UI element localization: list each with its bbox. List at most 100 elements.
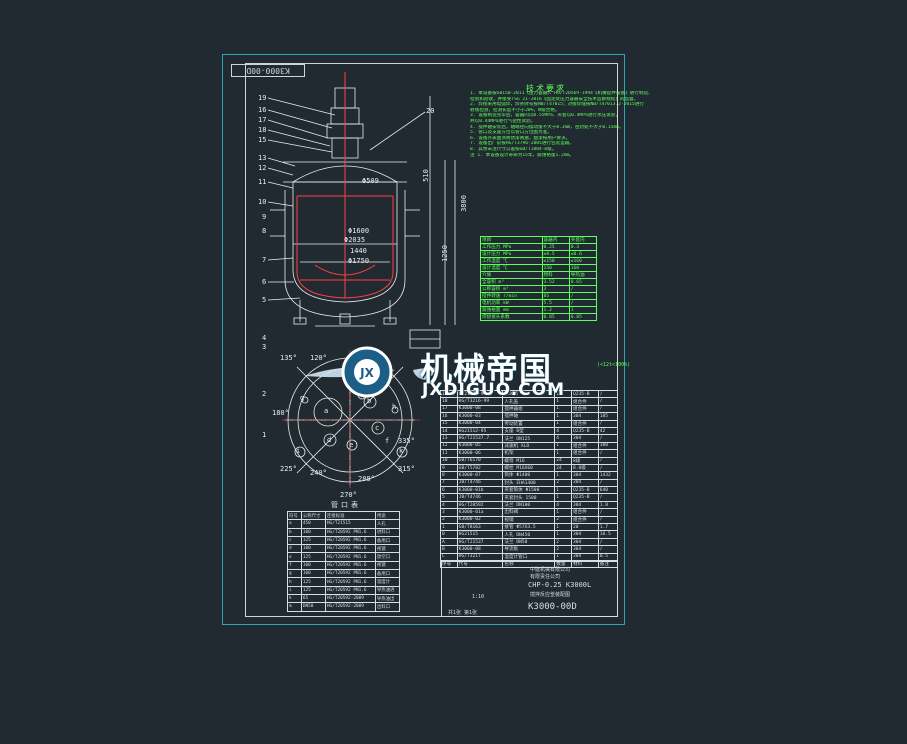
bom-cell: 视镜: [502, 515, 556, 525]
bom-cell: B: [440, 545, 458, 554]
nozzle-cell: 100: [300, 527, 326, 537]
bom-cell: 2: [554, 545, 572, 554]
bom-cell: 6: [440, 486, 458, 495]
bom-cell: 组合件: [570, 441, 599, 451]
param-cell: ≤150: [541, 257, 570, 265]
param-cell: 3: [541, 285, 570, 293]
callout-2: 2: [262, 390, 267, 398]
bom-cell: 减速机 XLD: [502, 441, 556, 451]
bom-cell: GB/T5782: [456, 463, 504, 473]
bom-cell: 1: [554, 552, 572, 562]
dim-d3: Φ1750: [348, 257, 370, 265]
param-cell: 搅拌转速 r/min: [480, 292, 543, 300]
plan-nozzle-b: b: [367, 397, 372, 405]
bom-cell: 17: [440, 404, 458, 414]
bom-cell: K3000-04: [456, 419, 504, 428]
nozzle-cell: HG/T20592 PN1.6: [324, 552, 376, 562]
title-drawing-no: K3000-00D: [528, 602, 577, 612]
bom-cell: 法兰 DN50: [502, 537, 556, 547]
callout-3: 3: [262, 343, 267, 351]
nozzle-cell: HG/T20592 PN1.6: [324, 544, 376, 554]
bom-cell: K3000-01b: [456, 486, 504, 495]
param-cell: 腐蚀裕量 mm: [480, 306, 543, 314]
bom-cell: 304: [570, 545, 599, 554]
bom-cell: GB/T8163: [456, 523, 504, 532]
callout-15: 15: [258, 136, 267, 144]
bom-cell: 640: [597, 486, 619, 495]
param-cell: /: [568, 285, 598, 293]
param-cell: 1: [568, 306, 598, 314]
callout-4: 4: [262, 334, 267, 342]
bom-cell: Q235-B: [570, 486, 599, 495]
bom-cell: 1: [554, 530, 572, 539]
param-cell: 电机功率 kW: [480, 299, 543, 307]
bom-cell: 12: [440, 441, 458, 451]
param-cell: 0.25: [541, 243, 570, 251]
bom-cell: /: [597, 493, 619, 502]
bom-cell: /: [597, 404, 619, 414]
nozzle-cell: HG/T20592 PN1.6: [324, 585, 376, 595]
bom-cell: JB/T4746: [456, 478, 504, 488]
nozzle-cell: 100: [300, 560, 326, 571]
param-cell: ≤160: [568, 257, 598, 265]
bom-cell: HG21515: [456, 530, 504, 539]
param-cell: 5.5: [541, 299, 570, 307]
param-cell: 工作温度 ℃: [480, 257, 543, 265]
bom-cell: 组合件: [570, 515, 599, 525]
nozzle-header-cell: 用途: [374, 510, 401, 521]
bom-cell: 4: [554, 500, 572, 510]
bom-cell: HG21512-95: [456, 426, 504, 436]
nozzle-cell: 125: [300, 585, 326, 595]
bom-cell: 0: [440, 530, 458, 539]
plan-nozzle-h: h: [392, 403, 397, 411]
bom-cell: K3000-05: [456, 441, 504, 451]
svg-text:JX: JX: [359, 366, 374, 380]
title-desc: 搅拌反应釜装配图: [530, 592, 571, 598]
nozzle-cell: HG/T20592 PN1.6: [324, 560, 376, 571]
nozzle-cell: a: [287, 519, 302, 529]
param-cell: 全容积 m³: [480, 278, 543, 286]
title-sheet: 共1张 第1张: [448, 610, 478, 616]
bom-cell: /: [597, 463, 619, 473]
bom-cell: 42: [597, 426, 619, 436]
nozzle-cell: HG/T20592 PN1.6: [324, 527, 376, 537]
bom-cell: 4: [554, 426, 572, 436]
bom-cell: 13: [440, 434, 458, 443]
plan-nozzle-i: i: [296, 447, 301, 455]
tech-requirements-title: 技术要求: [526, 84, 566, 93]
bom-cell: 1: [554, 493, 572, 502]
bom-cell: 夹套封头 1500: [502, 493, 556, 502]
bom-cell: 3: [440, 508, 458, 517]
nozzle-cell: 导热油进: [374, 585, 401, 595]
tech-line: 射线检测，检测长度不小于20%，Ⅲ级合格。: [470, 107, 560, 113]
dim-h1: 3800: [459, 195, 468, 212]
bom-cell: 人孔 DN450: [502, 530, 556, 539]
bom-cell: 1: [554, 486, 572, 495]
bom-cell: 185: [597, 412, 619, 421]
nozzle-cell: 125: [300, 535, 326, 546]
param-cell: 设计温度 ℃: [480, 264, 543, 272]
title-block: 中建机械有限公司 有限责任公司 CHP-0.25 K3000L 搅拌反应釜装配图…: [441, 561, 618, 617]
tech-line: 6. 设备外表面涂防锈漆两遍，面漆按用户要求。: [470, 135, 571, 141]
bom-cell: 5: [440, 493, 458, 502]
plan-nozzle-f: f: [385, 437, 390, 445]
param-cell: 项目: [480, 236, 543, 244]
bom-cell: 304: [570, 552, 599, 562]
param-cell: 0.85: [541, 313, 570, 321]
tech-line: 4. 搅拌轴安装后，轴端径向摆动量不大于0.3mm，密封处不大于0.15mm。: [470, 124, 624, 130]
nozzle-cell: HG/T21515: [324, 519, 376, 529]
